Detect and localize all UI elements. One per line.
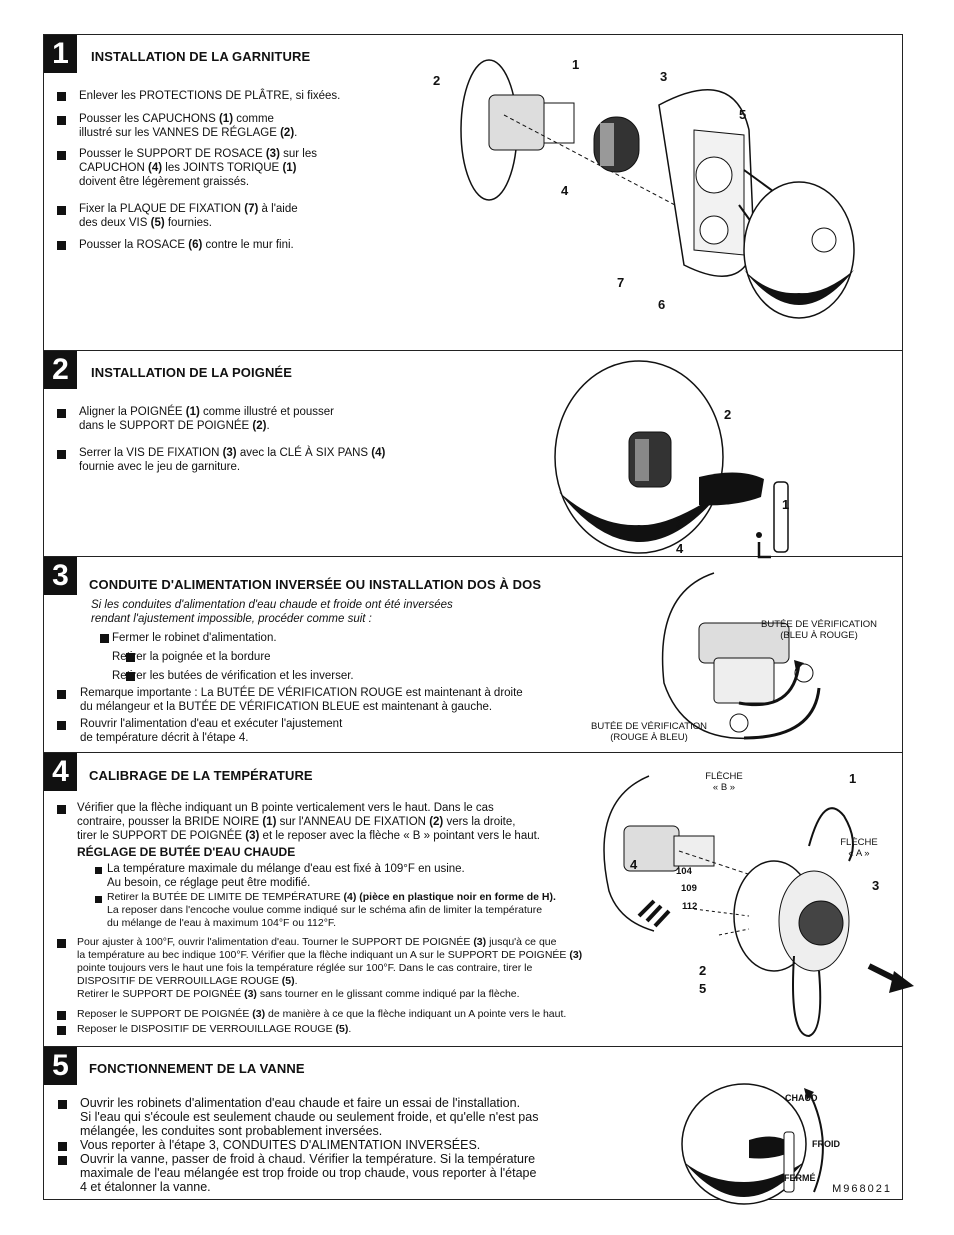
bullet-icon (58, 1142, 67, 1151)
closed-label: FERMÉ (784, 1173, 816, 1183)
bullet-icon (58, 1156, 67, 1165)
operate-text: Ouvrir la vanne, passer de froid à chaud… (80, 1152, 537, 1194)
callout-5: 5 (739, 107, 747, 122)
step-item: Retirer les butées de vérification et le… (112, 670, 354, 682)
step-number: 4 (44, 753, 77, 791)
setting-text: La température maximale du mélange d'eau… (107, 863, 465, 889)
instruction-sheet: 1 INSTALLATION DE LA GARNITURE Enlever l… (43, 34, 914, 1205)
callout-1: 1 (782, 497, 790, 512)
hot-label: CHAUD (785, 1093, 818, 1103)
step-number: 3 (44, 557, 77, 595)
trim-exploded-diagram (460, 59, 855, 319)
bullet-icon (57, 241, 66, 250)
bullet-icon (126, 653, 135, 662)
bullet-icon (57, 409, 66, 418)
temp-104: 104 (676, 866, 692, 877)
section-5: 5 FONCTIONNEMENT DE LA VANNE Ouvrir les … (44, 1047, 902, 1205)
reinstall-text: Reposer le DISPOSITIF DE VERROUILLAGE RO… (77, 1023, 352, 1035)
bullet-icon (57, 206, 66, 215)
bullet-icon (57, 1026, 66, 1035)
callout-3: 3 (660, 69, 668, 84)
reinstall-text: Reposer le SUPPORT DE POIGNÉE (3) de man… (77, 1008, 567, 1020)
section-2: 2 INSTALLATION DE LA POIGNÉE Aligner la … (44, 351, 902, 559)
bullet-icon (57, 92, 66, 101)
check-stop-diagram (661, 572, 821, 740)
bullet-icon (95, 896, 102, 903)
section-1: 1 INSTALLATION DE LA GARNITURE Enlever l… (44, 35, 902, 351)
step-item: Fermer le robinet d'alimentation. (112, 632, 277, 644)
bullet-icon (57, 721, 66, 730)
bullet-icon (57, 116, 66, 125)
bullet-text: Enlever les PROTECTIONS DE PLÂTRE, si fi… (79, 90, 341, 102)
step-number: 5 (44, 1047, 77, 1085)
callout-6: 6 (658, 297, 666, 312)
bullet-icon (57, 690, 66, 699)
bullet-icon (95, 867, 102, 874)
test-text: Ouvrir les robinets d'alimentation d'eau… (80, 1096, 539, 1138)
bullet-text: Pousser la ROSACE (6) contre le mur fini… (79, 239, 294, 251)
section-title: CONDUITE D'ALIMENTATION INVERSÉE OU INST… (89, 577, 542, 592)
bullet-icon (100, 634, 109, 643)
bullet-icon (57, 1011, 66, 1020)
bullet-text: Serrer la VIS DE FIXATION (3) avec la CL… (79, 447, 386, 473)
bullet-icon (57, 805, 66, 814)
bullet-text: Aligner la POIGNÉE (1) comme illustré et… (79, 406, 335, 432)
calibration-diagram (603, 775, 914, 1038)
callout-2: 2 (433, 73, 441, 88)
verify-text: Vérifier que la flèche indiquant un B po… (77, 802, 540, 842)
section-4: 4 CALIBRAGE DE LA TEMPÉRATURE Vérifier q… (44, 753, 914, 1047)
callout-4: 4 (676, 541, 684, 556)
callout-1: 1 (572, 57, 580, 72)
bullet-text: Pousser le SUPPORT DE ROSACE (3) sur les… (79, 148, 317, 188)
callout-4: 4 (630, 857, 638, 872)
arrow-b-caption: FLÈCHE« B » (705, 771, 743, 793)
bullet-text: Fixer la PLAQUE DE FIXATION (7) à l'aide… (79, 203, 298, 229)
section-title: INSTALLATION DE LA GARNITURE (91, 49, 311, 64)
setting-text: Retirer la BUTÉE DE LIMITE DE TEMPÉRATUR… (107, 891, 556, 929)
valve-operation-diagram (681, 1083, 824, 1205)
note-text: Remarque importante : La BUTÉE DE VÉRIFI… (80, 687, 523, 713)
document-number: M968021 (832, 1183, 892, 1195)
bullet-icon (126, 672, 135, 681)
bullet-icon (57, 450, 66, 459)
step-number: 1 (44, 35, 77, 73)
callout-3: 3 (676, 516, 684, 531)
section-title: INSTALLATION DE LA POIGNÉE (91, 365, 292, 380)
bullet-icon (57, 151, 66, 160)
callout-5: 5 (699, 981, 707, 996)
refer-text: Vous reporter à l'étape 3, CONDUITES D'A… (80, 1138, 481, 1152)
adjust-text: Pour ajuster à 100°F, ouvrir l'alimentat… (77, 936, 583, 1000)
step-item: Retirer la poignée et la bordure (112, 651, 271, 663)
callout-1: 1 (849, 771, 857, 786)
callout-2: 2 (724, 407, 732, 422)
temp-112: 112 (682, 901, 698, 912)
callout-4: 4 (561, 183, 569, 198)
step-number: 2 (44, 351, 77, 389)
section-3: 3 CONDUITE D'ALIMENTATION INVERSÉE OU IN… (44, 557, 902, 753)
handle-diagram (554, 360, 789, 559)
bullet-icon (58, 1100, 67, 1109)
callout-3: 3 (872, 878, 880, 893)
callout-2: 2 (699, 963, 707, 978)
subsection-title: RÉGLAGE DE BUTÉE D'EAU CHAUDE (77, 845, 296, 859)
check-stop-bottom-caption: BUTÉE DE VÉRIFICATION(ROUGE À BLEU) (591, 721, 707, 743)
check-stop-top-caption: BUTÉE DE VÉRIFICATION(BLEU À ROUGE) (761, 619, 877, 641)
cold-label: FROID (812, 1139, 840, 1149)
bullet-text: Pousser les CAPUCHONS (1) comme illustré… (79, 113, 298, 139)
bullet-icon (57, 939, 66, 948)
temp-109: 109 (681, 883, 697, 894)
arrow-a-caption: FLÈCHE« A » (840, 837, 878, 859)
intro-text: Si les conduites d'alimentation d'eau ch… (91, 599, 453, 625)
reopen-text: Rouvrir l'alimentation d'eau et exécuter… (80, 718, 343, 744)
callout-7: 7 (617, 275, 625, 290)
section-title: CALIBRAGE DE LA TEMPÉRATURE (89, 768, 313, 783)
section-title: FONCTIONNEMENT DE LA VANNE (89, 1061, 305, 1076)
